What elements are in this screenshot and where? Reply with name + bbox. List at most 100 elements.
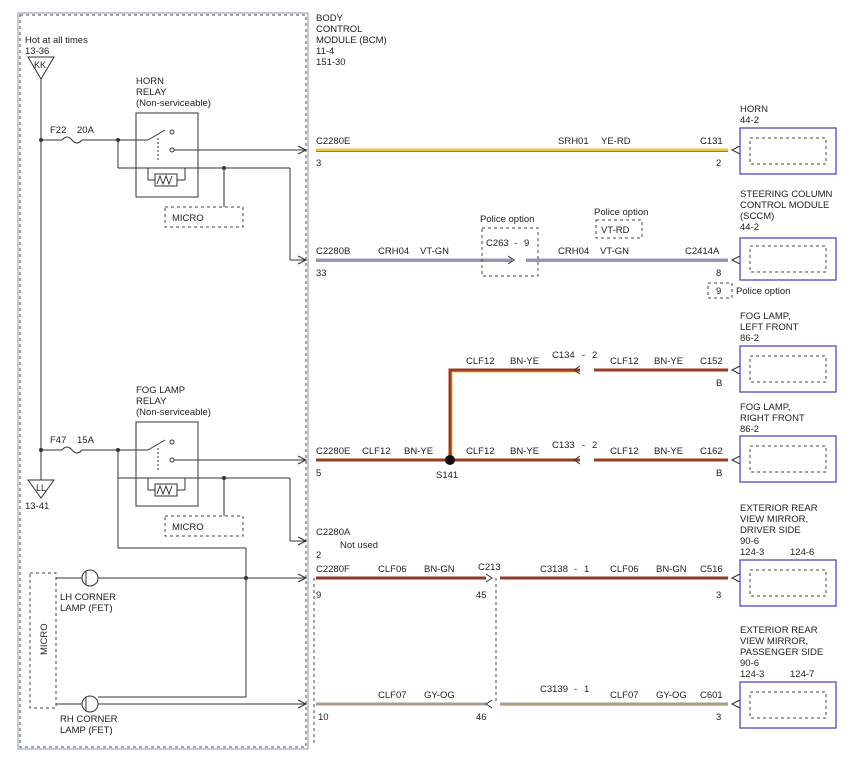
fuse-f47-amps: 15A: [77, 435, 95, 446]
component-conn-label: C516: [700, 564, 723, 575]
bcm-title-line: 151-30: [316, 57, 346, 68]
connector-arrow-icon: [573, 455, 581, 465]
wire-circuit-label: CLF06: [378, 564, 407, 575]
connector-arrow-icon: [297, 455, 308, 465]
fog-lf-component: [739, 345, 837, 393]
c133-label: C133: [552, 440, 575, 451]
connector-arrow-icon: [730, 255, 741, 265]
connector-arrow-icon: [297, 255, 308, 265]
component-ref: 124-3: [740, 669, 764, 680]
fog-lf-box: [739, 345, 837, 393]
component-title: HORN: [740, 104, 768, 115]
component-ref: 124-6: [790, 547, 814, 558]
bcm-pin-label: 3: [316, 158, 321, 169]
bcm-pin-label: 2: [316, 550, 321, 561]
connector-arrow-icon: [573, 365, 581, 375]
component-title: FOG LAMP,: [740, 402, 791, 413]
bcm-title-line: BODY: [316, 13, 344, 24]
bcm-pin-label: 5: [316, 468, 321, 479]
component-title: VIEW MIRROR,: [740, 514, 808, 525]
component-title: STEERING COLUMN: [740, 189, 833, 200]
bcm-conn-label: C2280B: [316, 246, 350, 257]
hot-ref: 13-36: [25, 46, 49, 57]
vt-rd-label: VT-RD: [601, 225, 630, 236]
fog-relay-label: RELAY: [136, 396, 167, 407]
component-title: EXTERIOR REAR: [740, 625, 818, 636]
component-title: CONTROL MODULE: [740, 200, 829, 211]
component-title: 90-6: [740, 658, 759, 669]
relay-coil-winding-icon: [156, 174, 173, 186]
police-option-label: Police option: [594, 207, 648, 218]
micro-label: MICRO: [172, 522, 204, 533]
component-title: 86-2: [740, 424, 759, 435]
fuse-f47-name: F47: [50, 435, 66, 446]
horn-relay: HORN RELAY (Non-serviceable): [118, 76, 211, 198]
horn-relay-label: HORN: [136, 76, 164, 87]
sccm-option-pin-box: [707, 282, 733, 299]
fuse-f22-name: F22: [50, 125, 66, 136]
wire-circuit-label: CRH04: [558, 246, 589, 257]
fog-relay-box: [135, 421, 199, 507]
component-title: 44-2: [740, 115, 759, 126]
component-title: RIGHT FRONT: [740, 413, 805, 424]
bcm-conn-label: C2280F: [316, 564, 350, 575]
rh-corner-lamp-label: RH CORNER: [60, 714, 118, 725]
component-title: 86-2: [740, 333, 759, 344]
lh-corner-lamp-label: LH CORNER: [60, 592, 116, 603]
c263-pin-label: 9: [524, 238, 529, 249]
component-title: (SCCM): [740, 211, 774, 222]
connector-arrow-icon: [730, 699, 741, 709]
c213-label: C213: [478, 562, 501, 573]
fog-lf-circuit-stripe: [451, 371, 580, 460]
component-title: 44-2: [740, 222, 759, 233]
fog-lf-circuit-wire: [448, 368, 580, 460]
mirror-driver-box: [739, 559, 837, 607]
component-pin-label: 3: [716, 712, 721, 723]
mirror-driver-inner-box: [749, 569, 827, 597]
fog-rf-inner-box: [749, 445, 827, 473]
c213-pin-label: 46: [476, 712, 487, 723]
corner-lamp-micro-box: [29, 572, 57, 709]
wire-circuit-label: CLF12: [610, 356, 639, 367]
relay-contact-icon: [169, 147, 175, 153]
c3139-pin-label: 1: [584, 684, 589, 695]
bcm-title-line: CONTROL: [316, 24, 362, 35]
relay-switch-icon: [147, 129, 166, 141]
kk-label: KK: [34, 60, 46, 70]
component-conn-label: C162: [700, 446, 723, 457]
connector-arrow-icon: [297, 699, 308, 709]
fog-rf-component: [739, 435, 837, 483]
wire-circuit-label: CLF07: [610, 690, 639, 701]
bcm-title: BODY CONTROL MODULE (BCM) 11-4 151-30: [316, 13, 387, 68]
wire-color-label: BN-YE: [510, 446, 539, 457]
connector-arrow-icon: [730, 573, 741, 583]
sccm-option-text: Police option: [736, 286, 790, 297]
connector-arrow-icon: [485, 699, 493, 709]
connector-arrow-icon: [485, 573, 493, 583]
police-option-box: [481, 227, 539, 277]
wire-color-label: YE-RD: [601, 136, 631, 147]
wire-color-label: GY-OG: [424, 690, 455, 701]
component-pin-label: B: [716, 378, 722, 389]
bcm-conn-label: C2280E: [316, 446, 350, 457]
mirror-driver-component: [739, 559, 837, 607]
relay-coil-winding-icon: [156, 484, 173, 496]
relay-contact-icon: [169, 457, 175, 463]
component-pin-label: 2: [716, 158, 721, 169]
bcm-pin-label: 10: [318, 712, 329, 723]
ground-ref: 13-41: [25, 501, 49, 512]
micro-box: [164, 515, 244, 537]
horn-relay-label: (Non-serviceable): [136, 98, 211, 109]
fog-relay-label: FOG LAMP: [136, 385, 185, 396]
component-title: EXTERIOR REAR: [740, 503, 818, 514]
wire-circuit-label: CRH04: [378, 246, 409, 257]
component-title: DRIVER SIDE: [740, 525, 801, 536]
separator-label: -: [574, 684, 577, 695]
component-pin-label: B: [716, 468, 722, 479]
component-title: FOG LAMP,: [740, 311, 791, 322]
sccm-option-pin: 9: [716, 286, 721, 297]
component-pin-label: 8: [716, 268, 721, 279]
horn-component: [739, 127, 837, 175]
mirror-passenger-inner-box: [749, 691, 827, 719]
connector-arrow-icon: [730, 455, 741, 465]
